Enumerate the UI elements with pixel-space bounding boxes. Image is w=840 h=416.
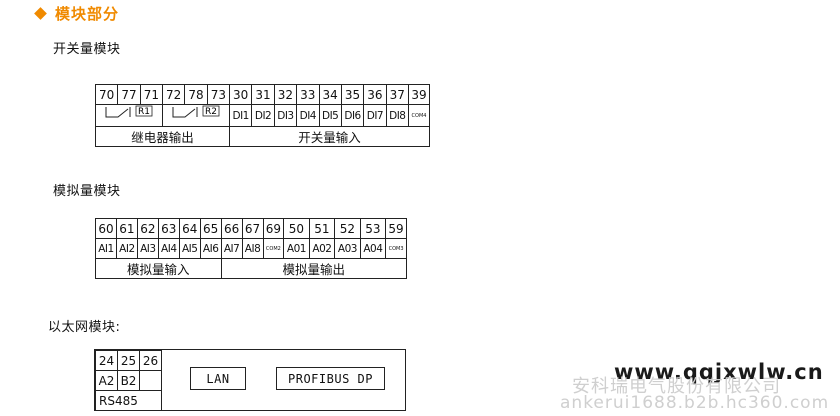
watermark-domain: ankerui1688.b2b.hc360.com bbox=[560, 393, 830, 413]
analog-signal-row: AI1 AI2 AI3 AI4 AI5 AI6 AI7 AI8 COM2 A01… bbox=[95, 238, 407, 259]
terminal-cell: 59 bbox=[385, 218, 407, 239]
terminal-cell: 25 bbox=[117, 350, 140, 371]
relay-contact-icon: R1 bbox=[105, 105, 153, 118]
terminal-cell: 60 bbox=[95, 218, 117, 239]
switch-module-diagram: 70 77 71 72 78 73 30 31 32 33 34 35 36 3… bbox=[94, 84, 430, 147]
terminal-cell: 33 bbox=[296, 84, 320, 105]
terminal-cell: 31 bbox=[251, 84, 275, 105]
signal-cell: AI3 bbox=[136, 238, 159, 259]
signal-cell: A2 bbox=[95, 370, 118, 391]
signal-cell: DI1 bbox=[228, 104, 253, 127]
signal-cell: DI6 bbox=[340, 104, 365, 127]
terminal-cell: 63 bbox=[157, 218, 180, 239]
section-header: 模块部分 bbox=[34, 3, 120, 23]
terminal-cell: 32 bbox=[273, 84, 298, 105]
group-label-relay-output: 继电器输出 bbox=[95, 126, 230, 147]
terminal-cell: 70 bbox=[94, 84, 119, 105]
terminal-cell: 24 bbox=[95, 350, 118, 371]
rs485-label: RS485 bbox=[95, 390, 162, 411]
signal-cell-com: COM2 bbox=[262, 238, 285, 259]
terminal-cell: 62 bbox=[136, 218, 159, 239]
terminal-cell: 78 bbox=[184, 84, 208, 105]
rs485-terminal-block: 24 25 26 A2 B2 RS485 bbox=[95, 350, 162, 411]
signal-cell-com: COM3 bbox=[385, 238, 407, 259]
terminal-cell: 71 bbox=[139, 84, 164, 105]
signal-cell-com: COM4 bbox=[408, 104, 430, 127]
signal-cell-empty bbox=[139, 370, 162, 391]
terminal-cell: 61 bbox=[115, 218, 138, 239]
terminal-cell: 30 bbox=[228, 84, 253, 105]
terminal-cell: 51 bbox=[308, 218, 336, 239]
terminal-cell: 36 bbox=[363, 84, 387, 105]
signal-cell: AI7 bbox=[220, 238, 243, 259]
relay-r2-symbol: R2 bbox=[162, 104, 230, 127]
signal-cell: DI4 bbox=[296, 104, 320, 127]
switch-module-title: 开关量模块 bbox=[53, 42, 121, 57]
group-label-analog-output: 模拟量输出 bbox=[220, 258, 408, 279]
analog-terminal-row: 60 61 62 63 64 65 66 67 69 50 51 52 53 5… bbox=[95, 218, 407, 239]
signal-cell: B2 bbox=[117, 370, 140, 391]
signal-cell: DI2 bbox=[251, 104, 275, 127]
terminal-cell: 67 bbox=[241, 218, 264, 239]
terminal-cell: 65 bbox=[199, 218, 222, 239]
terminal-cell: 69 bbox=[262, 218, 285, 239]
watermark-company: 安科瑞电气股份有限公司 bbox=[572, 376, 781, 397]
signal-cell: AI1 bbox=[95, 238, 117, 259]
signal-cell: A03 bbox=[334, 238, 361, 259]
terminal-cell: 64 bbox=[178, 218, 201, 239]
terminal-cell: 34 bbox=[318, 84, 342, 105]
profibus-dp-box: PROFIBUS DP bbox=[276, 367, 385, 390]
terminal-cell: 35 bbox=[340, 84, 365, 105]
signal-cell: A04 bbox=[359, 238, 387, 259]
terminal-cell: 72 bbox=[161, 84, 186, 105]
terminal-cell: 53 bbox=[359, 218, 387, 239]
signal-cell: DI8 bbox=[385, 104, 410, 127]
signal-cell: AI2 bbox=[115, 238, 138, 259]
group-label-digital-input: 开关量输入 bbox=[229, 126, 430, 147]
switch-group-row: 继电器输出 开关量输入 bbox=[95, 126, 430, 147]
switch-signal-row: R1 R2 DI1 DI2 DI3 DI4 DI5 DI6 DI7 DI8 CO… bbox=[95, 104, 430, 127]
ethernet-module-diagram: 24 25 26 A2 B2 RS485 LAN PROFIBUS DP bbox=[94, 349, 406, 411]
signal-cell: DI5 bbox=[318, 104, 342, 127]
section-title: 模块部分 bbox=[55, 4, 120, 23]
signal-cell: AI5 bbox=[178, 238, 201, 259]
signal-cell: A02 bbox=[308, 238, 336, 259]
switch-terminal-row: 70 77 71 72 78 73 30 31 32 33 34 35 36 3… bbox=[94, 84, 430, 105]
watermark-url: www.qqjxwlw.cn bbox=[614, 360, 824, 384]
lan-port-box: LAN bbox=[190, 367, 246, 390]
relay-r1-symbol: R1 bbox=[95, 104, 163, 127]
terminal-cell: 37 bbox=[385, 84, 410, 105]
signal-cell: AI8 bbox=[241, 238, 264, 259]
relay-label: R2 bbox=[205, 107, 217, 117]
analog-group-row: 模拟量输入 模拟量输出 bbox=[95, 258, 408, 279]
group-label-analog-input: 模拟量输入 bbox=[95, 258, 222, 279]
signal-cell: DI3 bbox=[273, 104, 298, 127]
analog-module-diagram: 60 61 62 63 64 65 66 67 69 50 51 52 53 5… bbox=[95, 218, 408, 279]
signal-cell: AI4 bbox=[157, 238, 180, 259]
terminal-cell: 52 bbox=[334, 218, 361, 239]
relay-label: R1 bbox=[138, 107, 150, 117]
ethernet-module-title: 以太网模块: bbox=[48, 320, 121, 335]
terminal-cell: 39 bbox=[408, 84, 430, 105]
analog-module-title: 模拟量模块 bbox=[53, 184, 121, 199]
terminal-cell: 50 bbox=[283, 218, 310, 239]
terminal-cell: 77 bbox=[117, 84, 141, 105]
terminal-cell: 66 bbox=[220, 218, 243, 239]
terminal-cell: 26 bbox=[139, 350, 162, 371]
relay-contact-icon: R2 bbox=[172, 105, 220, 118]
signal-cell: AI6 bbox=[199, 238, 222, 259]
diamond-bullet-icon bbox=[34, 6, 47, 20]
signal-cell: A01 bbox=[283, 238, 310, 259]
terminal-cell: 73 bbox=[206, 84, 231, 105]
signal-cell: DI7 bbox=[363, 104, 387, 127]
